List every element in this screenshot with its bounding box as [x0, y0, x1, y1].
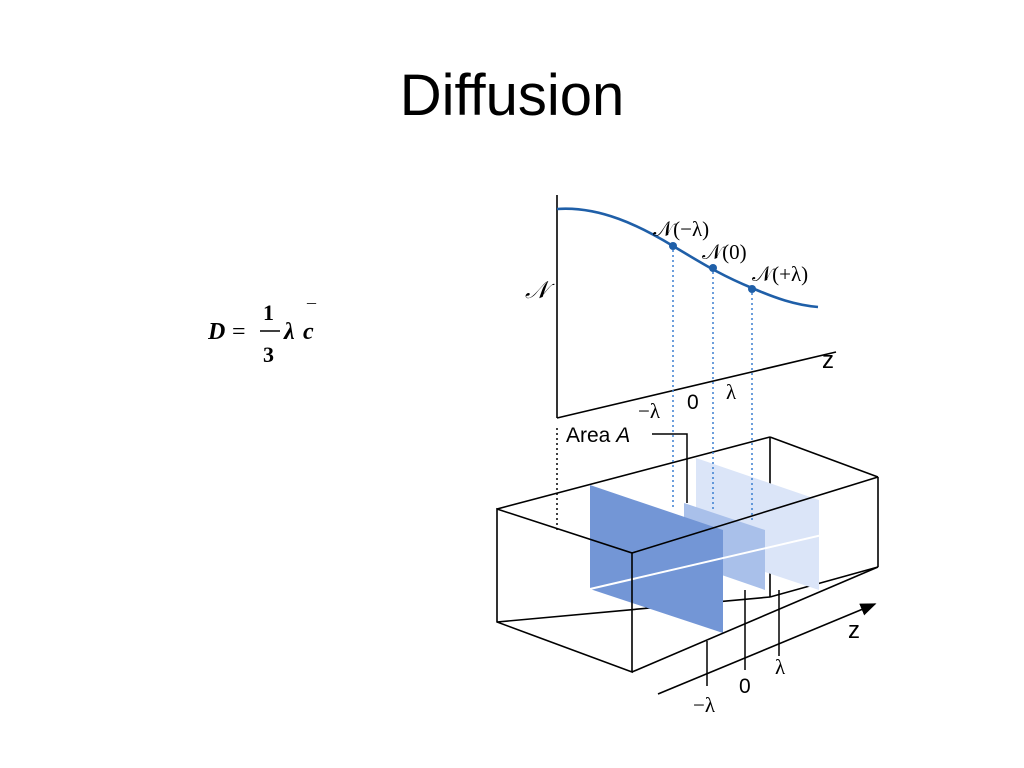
box-front-edges: [496, 476, 879, 674]
graph-tick-lambda: λ: [726, 380, 737, 404]
plane-minus-lambda: [590, 485, 723, 633]
box-center-line: [589, 521, 879, 590]
point-label-zero: 𝒩(0): [702, 240, 747, 264]
point-plus-lambda: [748, 285, 756, 293]
graph-z-axis: [556, 351, 837, 419]
concentration-graph: 𝒩 z 𝒩(−λ) 𝒩(0) 𝒩(+λ) −λ 0 λ: [525, 195, 837, 423]
graph-y-axis-label: 𝒩: [525, 278, 555, 304]
box-z-axis-label: z: [848, 617, 860, 644]
graph-tick-minus-lambda: −λ: [638, 399, 661, 423]
formula-overbar: ¯: [306, 301, 317, 321]
box-tick-lambda: λ: [775, 655, 786, 679]
box-z-axis: [657, 603, 877, 695]
graph-tick-zero: 0: [687, 391, 699, 414]
projection-lines: [556, 250, 753, 531]
formula-d: D: [208, 319, 225, 345]
point-label-minus-lambda: 𝒩(−λ): [653, 217, 709, 241]
formula-denominator: 3: [263, 342, 274, 367]
slide-title: Diffusion: [399, 63, 625, 128]
diffusion-formula: D = 1 3 λ c ¯: [208, 300, 317, 367]
formula-equals: =: [232, 319, 246, 345]
box-tick-minus-lambda: −λ: [693, 693, 716, 717]
box-tick-zero: 0: [739, 675, 751, 698]
graph-z-axis-label: z: [822, 347, 834, 374]
point-label-plus-lambda: 𝒩(+λ): [752, 262, 808, 286]
formula-numerator: 1: [263, 300, 274, 325]
formula-lambda: λ: [283, 319, 295, 345]
area-label-leader: [652, 433, 688, 503]
point-minus-lambda: [669, 242, 677, 250]
concentration-curve: [556, 207, 819, 309]
area-label: Area A: [566, 424, 630, 447]
box-tick-lines: [706, 590, 780, 686]
point-zero: [709, 264, 717, 272]
formula-c: c: [303, 319, 314, 345]
